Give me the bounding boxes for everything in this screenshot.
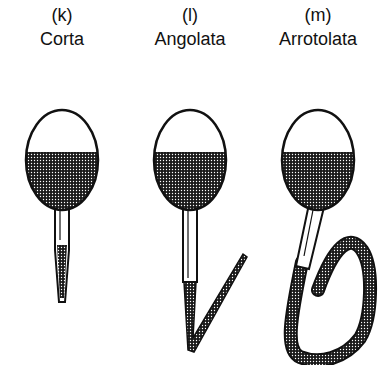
short-figure [26,110,98,302]
panel-title: Angolata [154,30,225,48]
panel-title: Corta [40,30,84,48]
angled-figure [154,110,247,352]
panel-letter: (l) [182,6,198,24]
rolled-figure [282,110,370,360]
panel-letter: (k) [52,6,73,24]
panel-letter: (m) [305,6,332,24]
panel-title: Arrotolata [279,30,357,48]
